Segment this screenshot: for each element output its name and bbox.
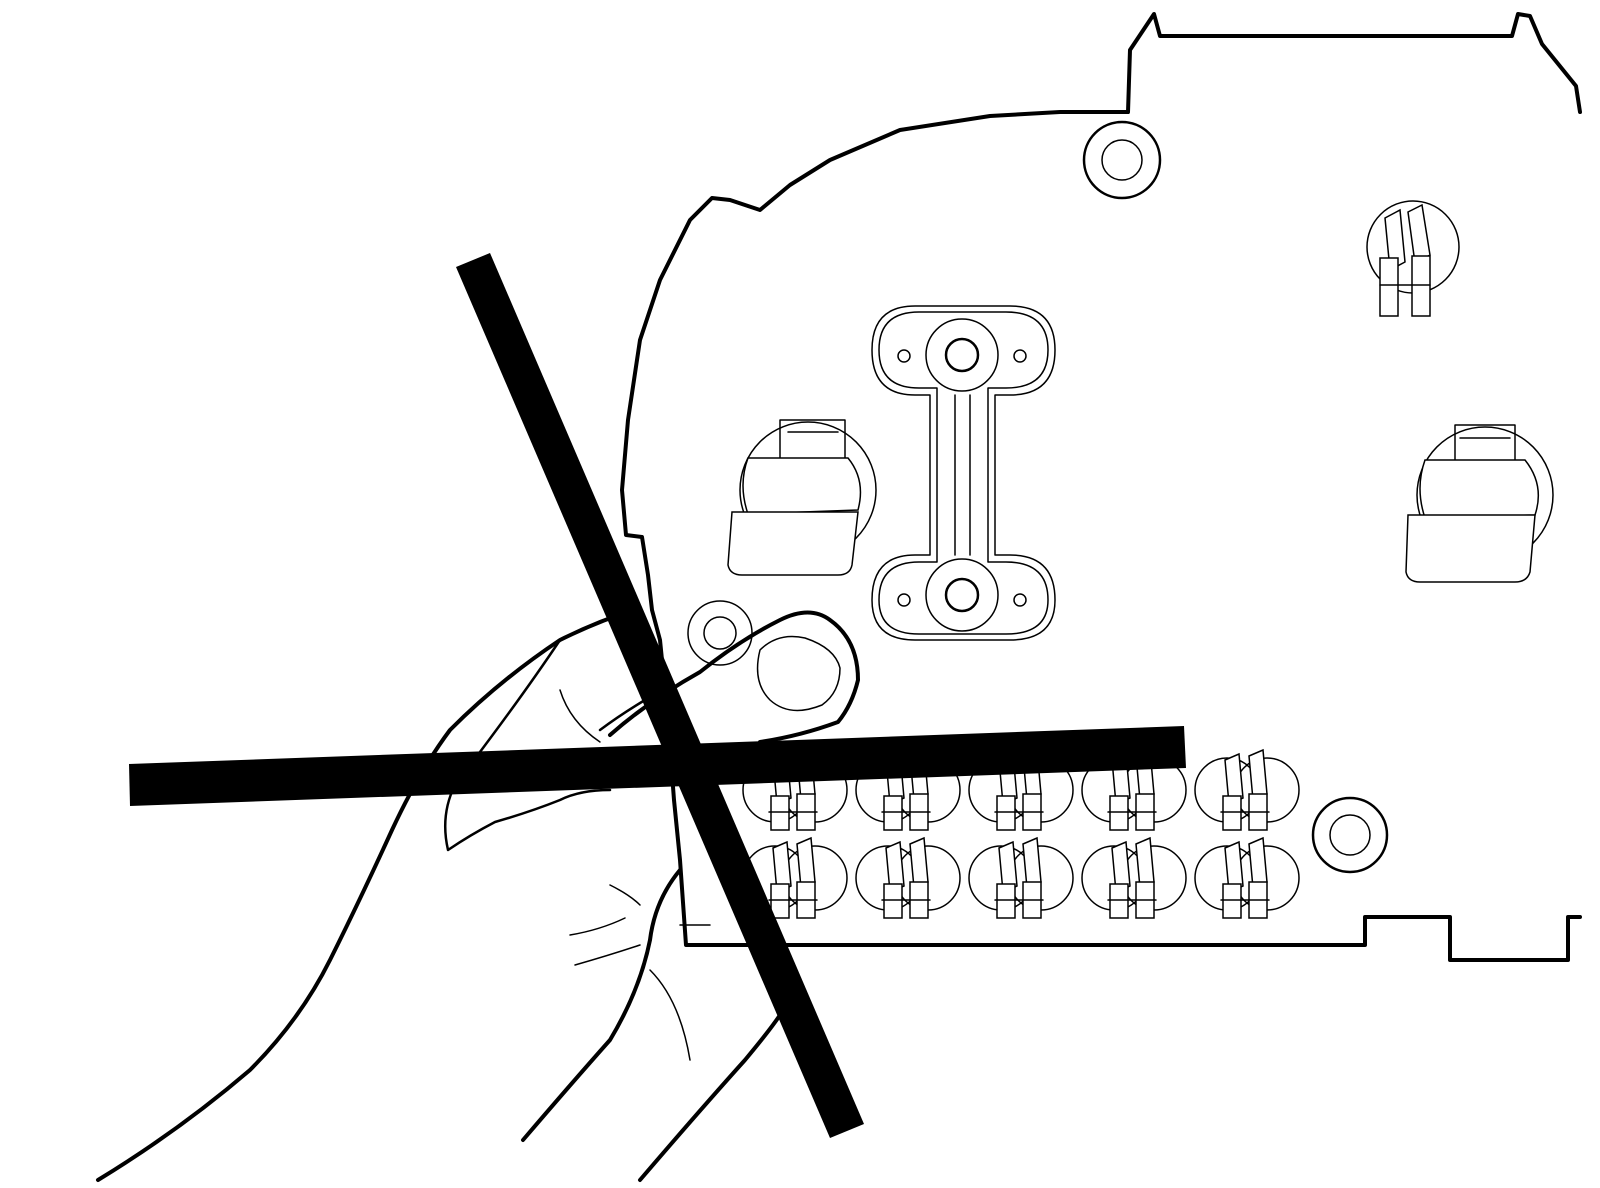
prohibition-cross — [129, 253, 1186, 1138]
bulb-socket — [742, 836, 848, 919]
cross-bar-diagonal — [456, 253, 864, 1138]
large-socket-right — [1405, 424, 1554, 583]
mounting-hole-top — [1082, 120, 1162, 200]
finger-knuckle — [598, 698, 647, 732]
socket-tab-right — [796, 836, 816, 890]
socket-pin-left — [1109, 883, 1129, 919]
bulb-socket — [968, 836, 1074, 919]
skin-crease-3 — [649, 969, 691, 1061]
socket-pin-left — [1222, 795, 1242, 831]
socket-tab-left — [1111, 840, 1131, 894]
socket-tab-left — [998, 840, 1018, 894]
socket-pin-left — [770, 795, 790, 831]
hand-back-contour — [96, 606, 642, 1182]
center-bracket — [871, 305, 1056, 641]
hand — [96, 606, 860, 1182]
socket-pin-left — [883, 883, 903, 919]
small-socket-top-right — [1366, 200, 1460, 317]
bulb-socket — [1194, 836, 1300, 919]
socket-tab-right — [1248, 836, 1268, 890]
bulb-socket — [1194, 748, 1300, 831]
socket-tab-right — [1248, 748, 1268, 802]
skin-crease-2 — [574, 944, 641, 966]
socket-pin-left — [996, 795, 1016, 831]
socket-tab-left — [885, 840, 905, 894]
socket-pin-left — [1109, 795, 1129, 831]
mounting-hole-left — [687, 600, 753, 666]
socket-pin-left — [883, 795, 903, 831]
wrist-line-2 — [638, 1013, 782, 1182]
thumb-upper — [443, 638, 612, 852]
socket-tab-right — [1135, 836, 1155, 890]
socket-pin-left — [1222, 883, 1242, 919]
bulb-socket — [1081, 836, 1187, 919]
socket-tab-left — [772, 840, 792, 894]
fingernail — [756, 635, 841, 712]
socket-pin-left — [996, 883, 1016, 919]
socket-tab-right — [909, 836, 929, 890]
mounting-hole-right — [1311, 796, 1389, 874]
socket-tab-left — [1224, 752, 1244, 806]
wrist-line-1 — [521, 868, 682, 1142]
cross-bar-horizontal — [129, 726, 1186, 806]
large-socket-left — [727, 419, 877, 576]
index-finger — [608, 610, 860, 744]
circuit-board — [620, 12, 1582, 962]
palm-crease-1 — [559, 689, 601, 743]
skin-crease-1 — [569, 917, 626, 936]
bulb-socket — [855, 836, 961, 919]
socket-tab-left — [1224, 840, 1244, 894]
socket-tab-right — [1022, 836, 1042, 890]
socket-pin-left — [770, 883, 790, 919]
board-outline — [620, 12, 1582, 962]
skin-crease-4 — [609, 884, 641, 906]
